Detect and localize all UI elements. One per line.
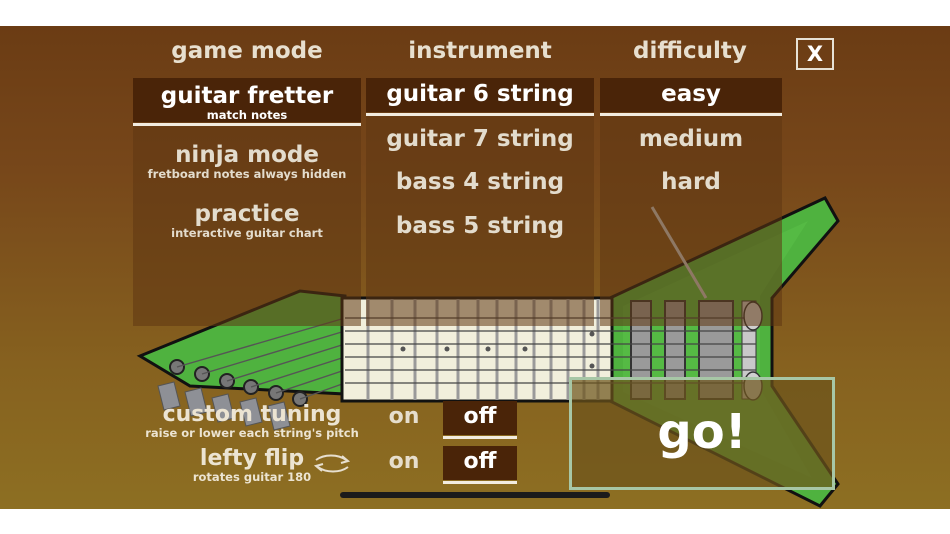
option-label: hard: [661, 169, 721, 195]
game-mode-header: game mode: [171, 38, 323, 64]
difficulty-option-hard[interactable]: hard: [600, 169, 782, 201]
difficulty-option-easy[interactable]: easy: [600, 78, 782, 116]
game-mode-option-guitar-fretter[interactable]: guitar fretter match notes: [133, 78, 361, 126]
option-label: guitar 7 string: [386, 126, 574, 152]
fret-markers: [400, 331, 595, 369]
home-indicator[interactable]: [340, 492, 610, 498]
option-label: practice: [194, 201, 300, 227]
option-description: match notes: [206, 108, 288, 122]
custom-tuning-description: raise or lower each string's pitch: [145, 426, 359, 440]
instrument-option-guitar-6-string[interactable]: guitar 6 string: [366, 78, 594, 116]
custom-tuning-title: custom tuning: [162, 402, 342, 427]
option-description: fretboard notes always hidden: [147, 167, 347, 181]
option-label: medium: [638, 126, 744, 152]
headstock-strings: [176, 317, 346, 400]
app-screen: game mode instrument difficulty X guitar…: [0, 26, 950, 509]
option-label: guitar 6 string: [386, 81, 574, 107]
game-mode-option-ninja-mode[interactable]: ninja mode fretboard notes always hidden: [133, 142, 361, 186]
lefty-flip-on-button[interactable]: on: [388, 449, 420, 474]
instrument-header: instrument: [408, 38, 552, 64]
game-mode-option-practice[interactable]: practice interactive guitar chart: [133, 201, 361, 245]
close-button[interactable]: X: [796, 38, 834, 70]
go-button[interactable]: go!: [569, 377, 835, 490]
lefty-flip-description: rotates guitar 180: [192, 470, 312, 484]
option-label: bass 5 string: [395, 213, 565, 239]
instrument-option-bass-4-string[interactable]: bass 4 string: [366, 169, 594, 201]
option-description: interactive guitar chart: [171, 226, 323, 240]
lefty-flip-title: lefty flip: [199, 446, 305, 471]
lefty-flip-off-button[interactable]: off: [443, 446, 517, 484]
game-mode-panel: guitar fretter match notes ninja mode fr…: [133, 78, 361, 326]
difficulty-option-medium[interactable]: medium: [600, 126, 782, 158]
lefty-flip-label: lefty flip rotates guitar 180: [166, 447, 338, 484]
custom-tuning-on-button[interactable]: on: [388, 404, 420, 429]
option-label: easy: [661, 81, 721, 107]
difficulty-panel: easy medium hard: [600, 78, 782, 326]
instrument-option-bass-5-string[interactable]: bass 5 string: [366, 213, 594, 245]
flip-arrows-icon: [313, 454, 351, 473]
difficulty-header: difficulty: [633, 38, 747, 64]
instrument-panel: guitar 6 string guitar 7 string bass 4 s…: [366, 78, 594, 326]
custom-tuning-label: custom tuning raise or lower each string…: [138, 403, 366, 440]
option-label: ninja mode: [175, 142, 319, 168]
option-label: guitar fretter: [160, 83, 334, 109]
option-label: bass 4 string: [395, 169, 565, 195]
instrument-option-guitar-7-string[interactable]: guitar 7 string: [366, 126, 594, 158]
custom-tuning-off-button[interactable]: off: [443, 401, 517, 439]
tuning-keys: [157, 381, 291, 431]
